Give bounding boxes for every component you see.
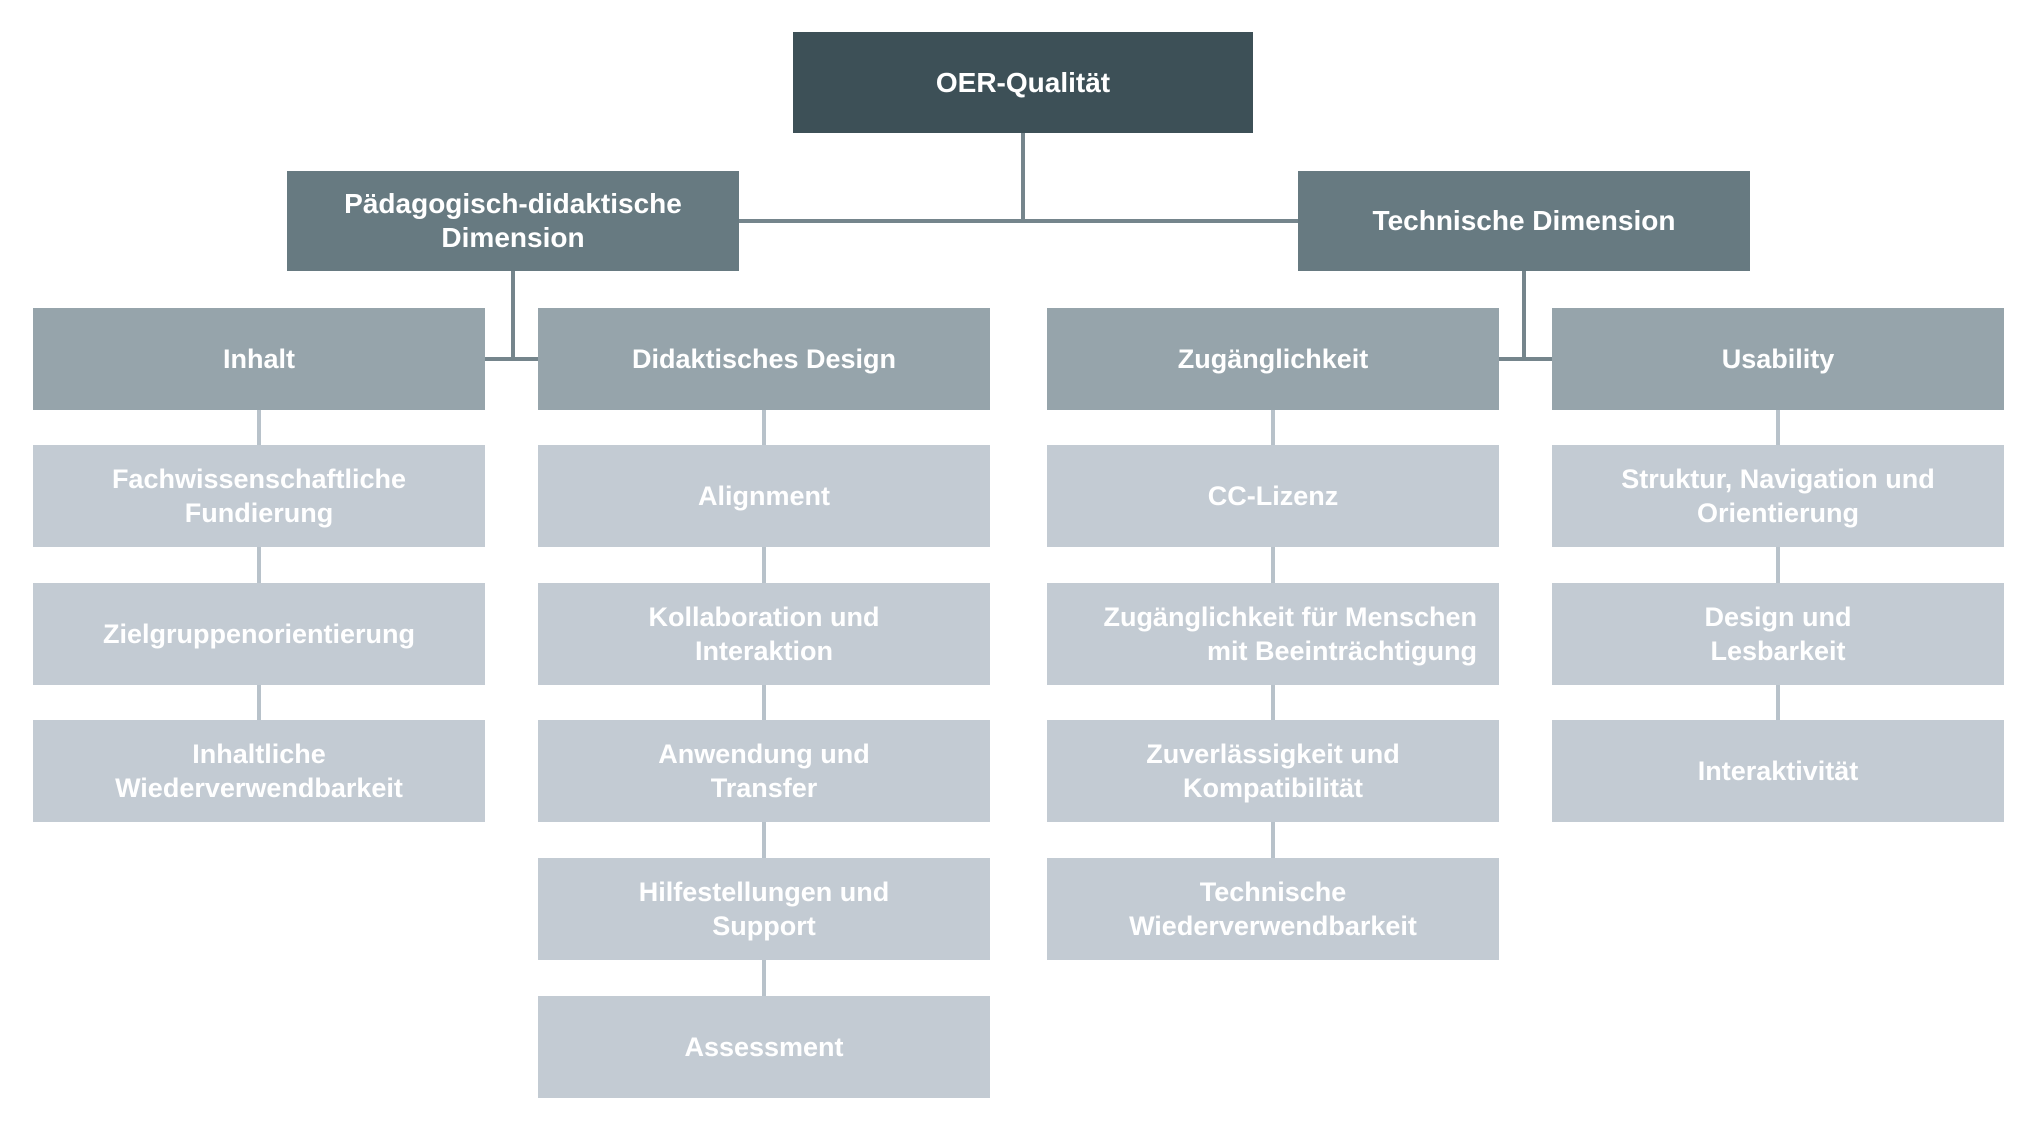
node-zuverlaessigkeit-und-kompatibilitaet: Zuverlässigkeit und Kompatibilität [1047,720,1499,822]
connector-line [1776,409,1780,445]
node-design-und-lesbarkeit: Design und Lesbarkeit [1552,583,2004,685]
node-hilfestellungen-und-support: Hilfestellungen und Support [538,858,990,960]
connector-line [1021,133,1025,221]
node-inhalt: Inhalt [33,308,485,410]
node-struktur-navigation-und-orientierung: Struktur, Navigation und Orientierung [1552,445,2004,547]
node-kollaboration-und-interaktion: Kollaboration und Interaktion [538,583,990,685]
node-cc-lizenz: CC-Lizenz [1047,445,1499,547]
connector-line [1271,547,1275,583]
node-technische-dimension: Technische Dimension [1298,171,1750,271]
node-didaktisches-design: Didaktisches Design [538,308,990,410]
connector-line [1271,822,1275,858]
node-paedagogisch-didaktische-dimension: Pädagogisch-didaktische Dimension [287,171,739,271]
node-alignment: Alignment [538,445,990,547]
connector-line [1776,547,1780,583]
connector-line [1776,684,1780,720]
connector-line [257,409,261,445]
connector-line [1271,409,1275,445]
connector-line [762,547,766,583]
connector-line [257,547,261,583]
connector-line [257,684,261,720]
node-technische-wiederverwendbarkeit: Technische Wiederverwendbarkeit [1047,858,1499,960]
node-interaktivitaet: Interaktivität [1552,720,2004,822]
connector-line [762,409,766,445]
node-assessment: Assessment [538,996,990,1098]
connector-line [1271,684,1275,720]
connector-line [762,822,766,858]
connector-line [762,684,766,720]
node-zugaenglichkeit: Zugänglichkeit [1047,308,1499,410]
node-zugaenglichkeit-fuer-menschen-mit-beeintraechtigung: Zugänglichkeit für Menschen mit Beeinträ… [1047,583,1499,685]
node-zielgruppenorientierung: Zielgruppenorientierung [33,583,485,685]
connector-line [739,219,1298,223]
node-fachwissenschaftliche-fundierung: Fachwissenschaftliche Fundierung [33,445,485,547]
node-oer-qualitaet: OER-Qualität [793,32,1253,133]
node-usability: Usability [1552,308,2004,410]
node-anwendung-und-transfer: Anwendung und Transfer [538,720,990,822]
connector-line [762,960,766,996]
connector-line [485,357,538,361]
connector-line [1522,271,1526,359]
connector-line [1497,357,1552,361]
node-inhaltliche-wiederverwendbarkeit: Inhaltliche Wiederverwendbarkeit [33,720,485,822]
connector-line [511,271,515,359]
